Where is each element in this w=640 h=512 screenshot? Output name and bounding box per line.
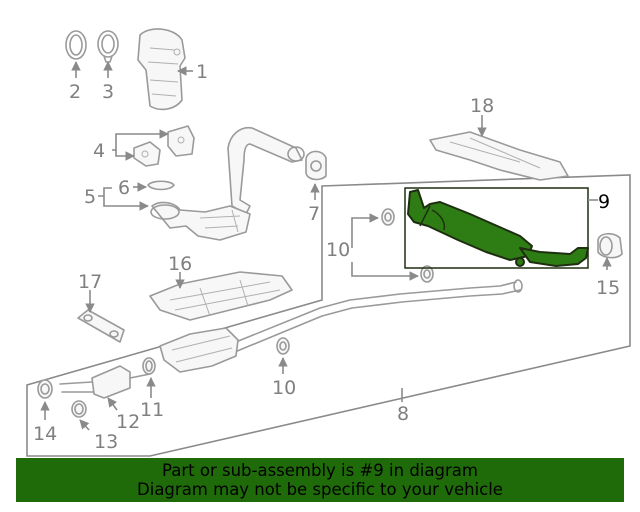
callout-13: 13 (94, 431, 118, 453)
part-18-heat-shield (429, 131, 569, 181)
callout-10-upper: 10 (326, 239, 350, 261)
part-3-clamp (97, 30, 119, 63)
part-8-intermediate-pipe (59, 279, 523, 399)
callout-8: 8 (397, 403, 409, 425)
part-4-brackets (133, 125, 195, 167)
banner-line-2: Diagram may not be specific to your vehi… (137, 480, 503, 499)
exhaust-parts-diagram: 1 2 3 4 5 6 7 8 9 10 10 11 12 13 14 15 1… (26, 28, 631, 457)
callout-11: 11 (140, 399, 164, 421)
part-notice-banner: Part or sub-assembly is #9 in diagram Di… (16, 458, 624, 502)
part-6-gasket (147, 180, 175, 191)
part-14-gasket (37, 379, 53, 399)
callout-17: 17 (78, 271, 102, 293)
part-10-upper-hangers (381, 208, 434, 283)
callout-5: 5 (84, 186, 96, 208)
part-11-clamp (142, 357, 156, 375)
callout-9: 9 (598, 191, 610, 213)
callout-4: 4 (93, 140, 105, 162)
part-13-gasket (71, 400, 87, 418)
callout-16: 16 (168, 253, 192, 275)
callout-3: 3 (102, 81, 114, 103)
callout-1: 1 (196, 61, 208, 83)
part-7-gasket (305, 150, 327, 181)
part-10-lower-hanger (276, 337, 290, 355)
callout-7: 7 (308, 203, 320, 225)
callout-12: 12 (116, 411, 140, 433)
part-2-gasket (65, 30, 87, 60)
callout-15: 15 (596, 277, 620, 299)
banner-line-1: Part or sub-assembly is #9 in diagram (162, 461, 478, 480)
callout-18: 18 (470, 95, 494, 117)
callout-6: 6 (118, 177, 130, 199)
part-1-manifold-converter (137, 28, 186, 111)
part-9-highlight-frame (404, 187, 589, 269)
leader-lines (40, 61, 612, 431)
part-15-exhaust-tip (597, 232, 623, 259)
callout-2: 2 (69, 81, 81, 103)
part-9-muffler (407, 189, 589, 267)
part-16-heat-shield (149, 271, 293, 321)
part-5-front-pipe (150, 126, 305, 241)
assembly-boundary-8 (26, 174, 631, 457)
part-17-hanger-bracket (77, 309, 125, 343)
callout-10-lower: 10 (272, 377, 296, 399)
callout-14: 14 (33, 423, 57, 445)
